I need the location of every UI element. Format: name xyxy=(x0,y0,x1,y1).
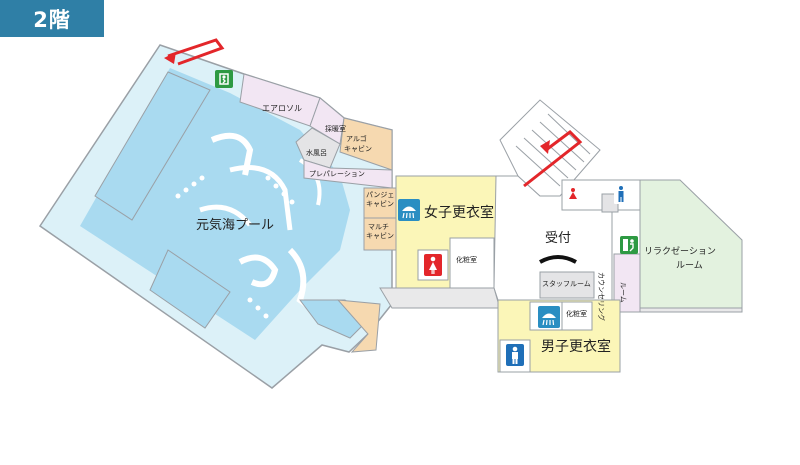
pool-channel xyxy=(210,132,254,176)
aerosol-label: エアロソル xyxy=(262,104,302,113)
mens-powder-room xyxy=(561,301,593,331)
algo-cabin-label-2: キャビン xyxy=(344,145,372,153)
emergency-exit-icon xyxy=(215,70,233,88)
female-toilet-icon xyxy=(424,254,442,276)
preparation-room xyxy=(303,159,393,189)
pool-label: 元気海プール xyxy=(196,218,275,233)
multi-cabin-label-1: マルチ xyxy=(368,223,389,231)
mens-shower-icon xyxy=(538,306,560,328)
lap-pool xyxy=(94,71,211,221)
pool-channel xyxy=(229,165,293,231)
water-bath-room xyxy=(295,127,341,169)
multi-cabin-label-2: キャビン xyxy=(366,232,394,240)
staff-room-label: スタッフルーム xyxy=(542,280,591,288)
floor-badge: 2階 xyxy=(0,0,104,37)
nursing-label: 採暖室 xyxy=(325,125,346,133)
pool-channel xyxy=(238,254,279,288)
womens-powder-label: 化粧室 xyxy=(456,256,477,264)
algo-cabin-label-1: アルゴ xyxy=(346,135,367,143)
pool-dots xyxy=(175,175,295,319)
main-corridor xyxy=(379,287,501,309)
corner-cabin xyxy=(336,299,381,353)
male-toilet-icon xyxy=(506,344,524,366)
relaxation-label-2: ルーム xyxy=(676,261,703,271)
mens-locker-label: 男子更衣室 xyxy=(541,339,611,355)
lower-pool xyxy=(149,249,231,329)
counseling-label-2: ルーム xyxy=(619,282,627,303)
panje-cabin-label-2: キャビン xyxy=(366,200,394,208)
pool-channel xyxy=(199,204,252,227)
preparation-label: プレパレーション xyxy=(309,170,365,178)
counseling-label-1: カウンセリング xyxy=(597,272,605,321)
mens-powder-label: 化粧室 xyxy=(566,310,587,318)
male-toilet-small-icon xyxy=(614,184,628,204)
female-toilet-small-icon xyxy=(566,186,580,204)
multi-cabin xyxy=(363,217,397,251)
stairs-right-icon xyxy=(515,113,591,188)
reception-counter xyxy=(539,255,577,264)
relaxation-room xyxy=(639,179,743,309)
accessible-toilet-icon xyxy=(620,236,638,254)
womens-locker-label: 女子更衣室 xyxy=(424,205,494,221)
relaxation-label-1: リラクゼーション xyxy=(644,247,716,257)
stairs-left-icon xyxy=(164,38,225,66)
panje-cabin-label-1: パンジェ xyxy=(366,191,395,199)
shower-icon xyxy=(398,199,420,221)
water-bath-label: 水風呂 xyxy=(306,149,327,157)
staff-room xyxy=(539,271,595,299)
reception-label: 受付 xyxy=(545,231,572,246)
